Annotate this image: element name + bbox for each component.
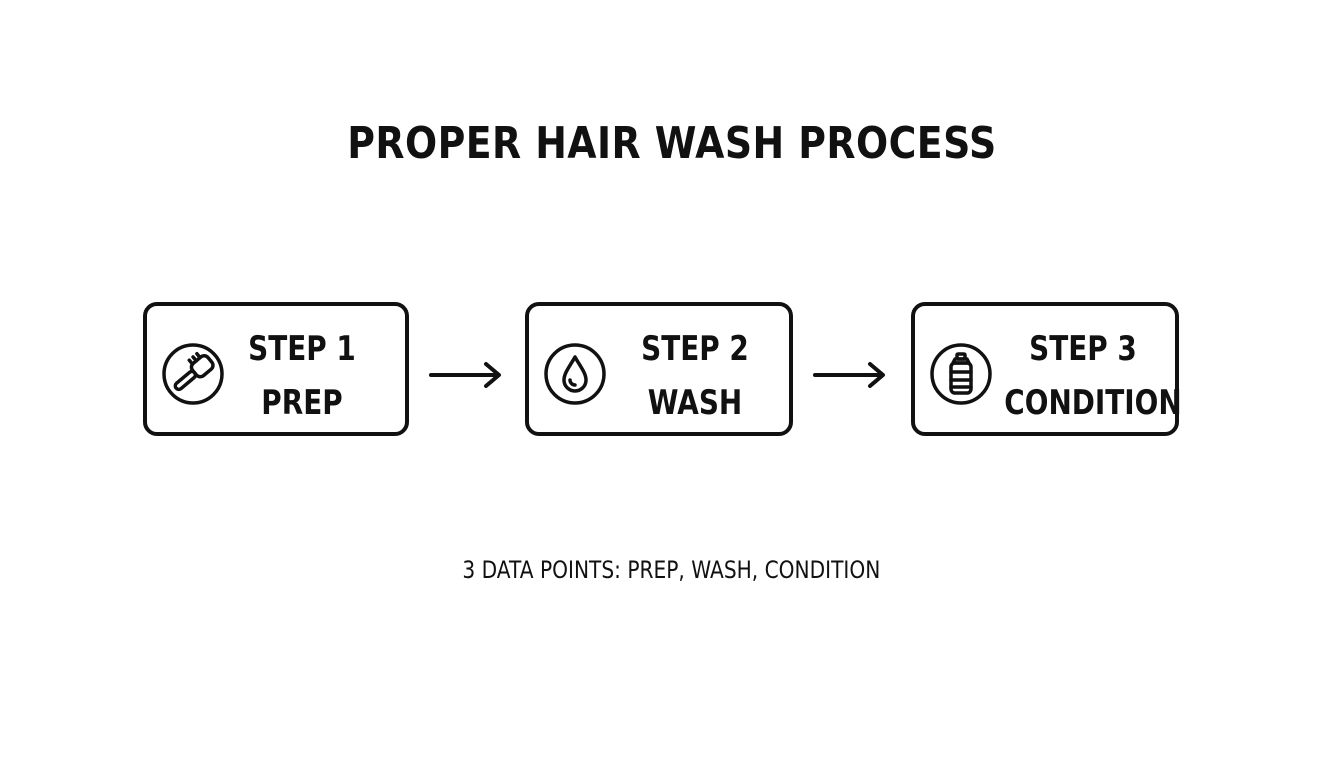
- water-drop-icon: [543, 342, 607, 406]
- step-2-text: STEP 2 WASH: [617, 322, 773, 430]
- step-2-box: STEP 2 WASH: [525, 302, 793, 436]
- step-2-label: STEP 2: [641, 329, 749, 369]
- step-1-label: STEP 1: [248, 329, 356, 369]
- hairbrush-icon: [161, 342, 225, 406]
- step-2-name: WASH: [647, 383, 743, 423]
- bottle-icon: [929, 342, 993, 406]
- diagram-title: PROPER HAIR WASH PROCESS: [347, 118, 997, 169]
- step-1-text: STEP 1 PREP: [227, 322, 377, 430]
- step-1-box: STEP 1 PREP: [143, 302, 409, 436]
- step-3-text: STEP 3 CONDITION: [987, 322, 1182, 430]
- step-3-label: STEP 3: [1029, 329, 1137, 369]
- step-1-name: PREP: [261, 383, 343, 423]
- data-points-caption: 3 DATA POINTS: PREP, WASH, CONDITION: [462, 556, 881, 584]
- arrow-2-icon: [812, 360, 888, 390]
- arrow-1-icon: [428, 360, 504, 390]
- step-3-name: CONDITION: [1004, 383, 1182, 423]
- step-3-box: STEP 3 CONDITION: [911, 302, 1182, 436]
